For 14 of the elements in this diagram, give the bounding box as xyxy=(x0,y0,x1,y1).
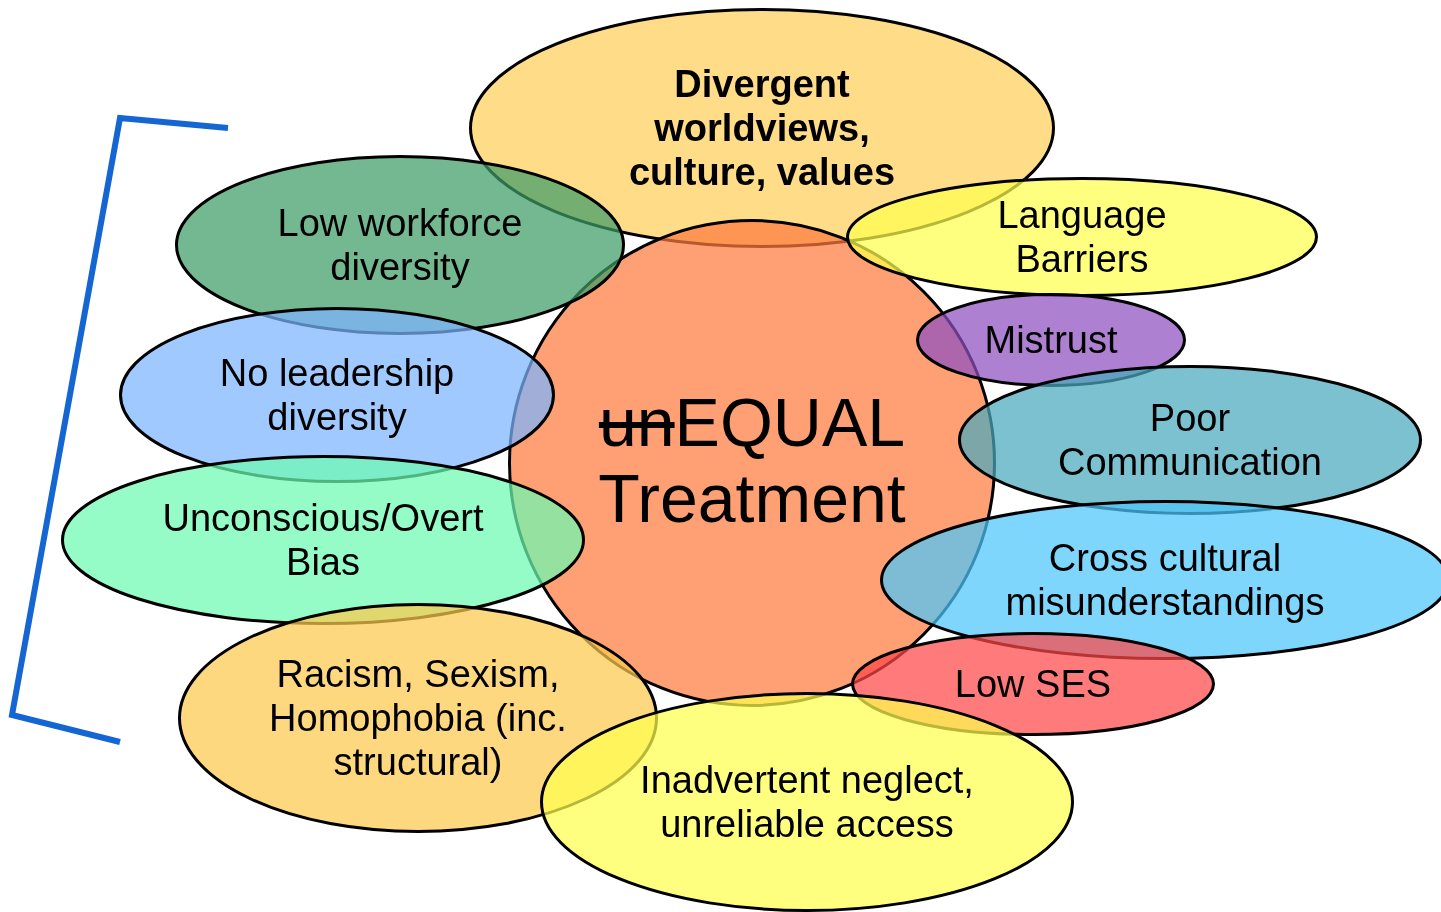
struck-prefix: un xyxy=(598,384,675,460)
topic-label: Divergent worldviews, culture, values xyxy=(627,62,897,194)
topic-label: Low workforce diversity xyxy=(276,201,524,289)
topic-label: Inadvertent neglect, unreliable access xyxy=(639,758,975,846)
central-title: Treatment xyxy=(597,460,907,536)
topic-label: Low SES xyxy=(954,662,1112,706)
topic-label: Poor Communication xyxy=(1057,396,1323,484)
topic-label: Unconscious/Overt Bias xyxy=(161,496,485,584)
central-title: EQUAL xyxy=(674,384,906,460)
topic-label: Racism, Sexism, Homophobia (inc. structural) xyxy=(268,652,568,784)
topic-label: Language Barriers xyxy=(996,193,1168,281)
topic-label: Mistrust xyxy=(984,318,1118,362)
topic-label: Cross cultural misunderstandings xyxy=(1004,536,1326,624)
topic-label: No leadership diversity xyxy=(218,351,456,439)
